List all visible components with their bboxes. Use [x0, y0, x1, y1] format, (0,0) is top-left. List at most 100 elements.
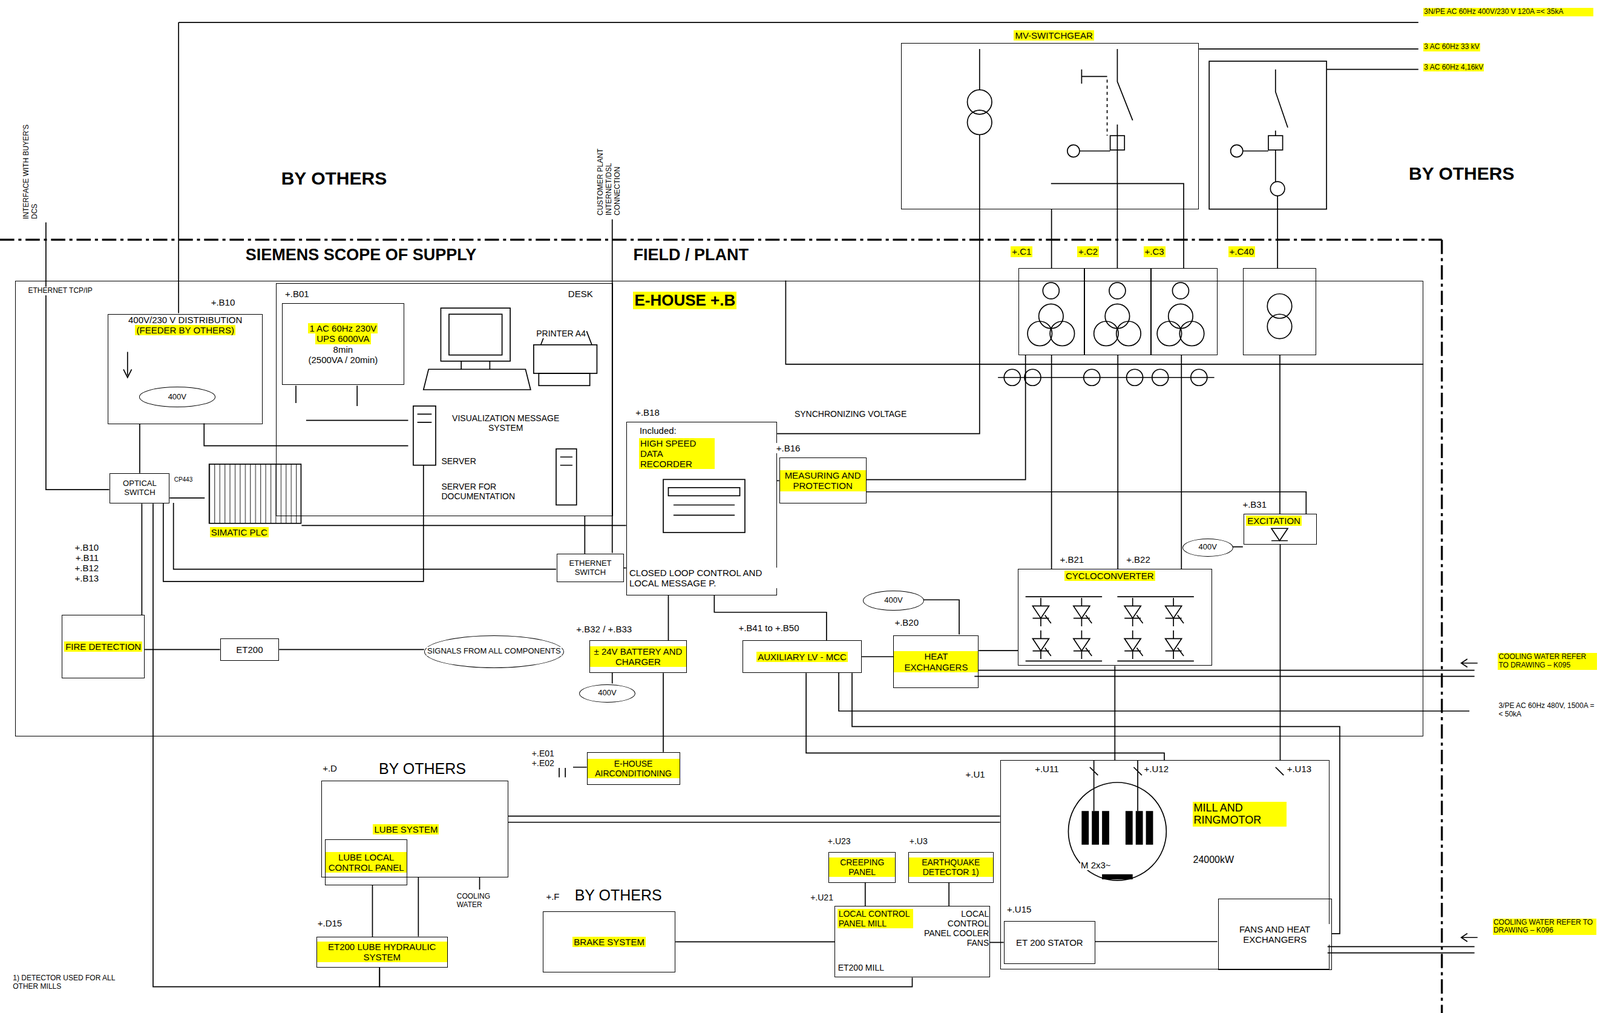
- process-box: +.B011 AC 60Hz 230VUPS 6000VA8min(2500VA…: [281, 303, 405, 385]
- node-text: +.C3: [1143, 246, 1166, 257]
- ellipse-node: 400V: [1182, 538, 1234, 557]
- process-box: MV-SWITCHGEAR: [901, 42, 1199, 210]
- process-box: +.B20HEAT EXCHANGERS: [893, 635, 979, 689]
- rect-shape: [209, 464, 302, 524]
- node-text: 400V: [1198, 542, 1218, 552]
- circle-shape: [1083, 369, 1101, 386]
- path-shape: [417, 413, 433, 422]
- node-text: +.C40: [1228, 246, 1256, 257]
- process-box: +.C40: [1242, 268, 1317, 355]
- process-box: +.B32 / +.B33± 24V BATTERY AND CHARGER: [589, 640, 687, 673]
- node-text: E-HOUSE AIRCONDITIONING: [587, 758, 680, 779]
- node-text: E-HOUSE +.B: [632, 291, 737, 310]
- wire-connector: [169, 497, 205, 499]
- rect-shape: [1101, 874, 1133, 880]
- plain-label: CP443: [173, 476, 194, 484]
- path-shape: [673, 504, 735, 515]
- wire-connector: [978, 649, 1018, 652]
- plain-label: 3 AC 60Hz 4,16kV: [1423, 63, 1484, 73]
- wire-connector: [1279, 355, 1281, 514]
- plain-label: COOLING WATER REFER TO DRAWING – K096: [1492, 918, 1597, 936]
- wire-connector: [675, 941, 835, 943]
- use-shape: [1073, 597, 1092, 627]
- wire-connector: [1051, 355, 1053, 569]
- wire-connector: [990, 942, 1004, 944]
- path-shape: [838, 672, 1470, 712]
- plain-label: SERVER FOR DOCUMENTATION: [440, 481, 545, 502]
- use-shape: [1027, 303, 1075, 346]
- node-text: +.U23: [827, 836, 852, 846]
- circle-shape: [1003, 369, 1021, 386]
- process-box: +.U3EARTHQUAKE DETECTOR 1): [908, 852, 994, 883]
- process-box: +.B41 to +.B50AUXILIARY LV - MCC: [742, 640, 862, 673]
- node-text: +.B20: [893, 617, 920, 628]
- node-text: +.C1: [1010, 246, 1033, 257]
- rect-shape: [440, 308, 511, 362]
- process-box: +.D15ET200 LUBE HYDRAULIC SYSTEM: [316, 936, 448, 968]
- wire-connector: [583, 516, 586, 554]
- path-shape: [612, 547, 1243, 684]
- use-shape: [1157, 303, 1205, 346]
- wire-connector: [139, 424, 141, 474]
- path-shape: [418, 816, 1217, 942]
- node-text: 24000kW: [1192, 854, 1236, 866]
- path-shape: [1327, 933, 1478, 954]
- node-text: +.B18: [634, 407, 661, 418]
- node-text: +.B10: [210, 297, 237, 308]
- wire-connector: [1117, 355, 1119, 569]
- rect-shape: [533, 344, 598, 374]
- circle-shape: [1067, 144, 1080, 157]
- wire-connector: [379, 967, 912, 987]
- node-text: +.C2: [1077, 246, 1099, 257]
- plain-label: 3N/PE AC 60Hz 400V/230 V 120A =< 35kA: [1423, 7, 1593, 17]
- node-text: MILL AND RINGMOTOR: [1192, 801, 1288, 827]
- wire-connector: [1051, 209, 1053, 269]
- rect-shape: [1081, 810, 1089, 845]
- wire-connector: [948, 882, 950, 907]
- path-shape: [979, 49, 981, 210]
- node-text: +.U13: [1286, 763, 1312, 774]
- node-text: LUBE LOCAL CONTROL PANEL: [325, 852, 407, 874]
- node-text: HEAT EXCHANGERS: [893, 651, 978, 673]
- rect-shape: [1101, 810, 1110, 845]
- process-box: +.U15ET 200 STATOR: [1003, 921, 1096, 964]
- process-box: LUBE LOCAL CONTROL PANEL: [324, 839, 408, 886]
- rect-shape: [1091, 810, 1099, 845]
- node-text: (2500VA / 20min): [307, 354, 379, 365]
- node-text: M 2x3~: [1080, 859, 1112, 871]
- node-text: +.B41 to +.B50: [737, 622, 800, 633]
- node-text: ETHERNET SWITCH: [557, 559, 624, 578]
- node-text: 400V: [883, 596, 903, 606]
- node-text: ± 24V BATTERY AND CHARGER: [590, 646, 687, 668]
- node-text: FANS AND HEAT EXCHANGERS: [1218, 924, 1332, 946]
- plain-label: ETHERNET TCP/IP: [27, 286, 94, 296]
- node-text: +.B21: [1059, 554, 1086, 565]
- process-box: ETHERNET SWITCH: [556, 553, 624, 583]
- rect-shape: [1135, 810, 1144, 845]
- node-text: ET200 LUBE HYDRAULIC SYSTEM: [317, 941, 448, 963]
- process-box: +.U21LOCAL CONTROL PANEL MILLLOCAL CONTR…: [834, 905, 990, 978]
- node-text: BRAKE SYSTEM: [572, 936, 646, 948]
- node-text: EARTHQUAKE DETECTOR 1): [908, 857, 994, 877]
- wire-connector: [1279, 544, 1282, 761]
- g-shape: [0, 22, 1478, 1013]
- wire-connector: [777, 209, 980, 434]
- process-box: ET200: [220, 638, 280, 661]
- node-text: AUXILIARY LV - MCC: [756, 651, 848, 663]
- process-box: +.C3: [1150, 268, 1218, 355]
- plain-label: CUSTOMER PLANT INTERNET/DSL CONNECTION: [596, 113, 622, 217]
- wire-connector: [662, 672, 664, 753]
- circle-shape: [1042, 282, 1060, 299]
- wire-connector: [301, 525, 626, 527]
- use-shape: [1032, 597, 1051, 627]
- node-text: BY OTHERS: [574, 886, 663, 905]
- process-box: +.B10 +.B11 +.B12 +.B13FIRE DETECTION: [61, 614, 145, 679]
- use-shape: [1032, 630, 1051, 660]
- node-text: +.U3: [908, 836, 929, 846]
- node-text: +.B16: [775, 442, 802, 454]
- process-box: OPTICAL SWITCH: [109, 473, 170, 505]
- circle-shape: [967, 110, 992, 135]
